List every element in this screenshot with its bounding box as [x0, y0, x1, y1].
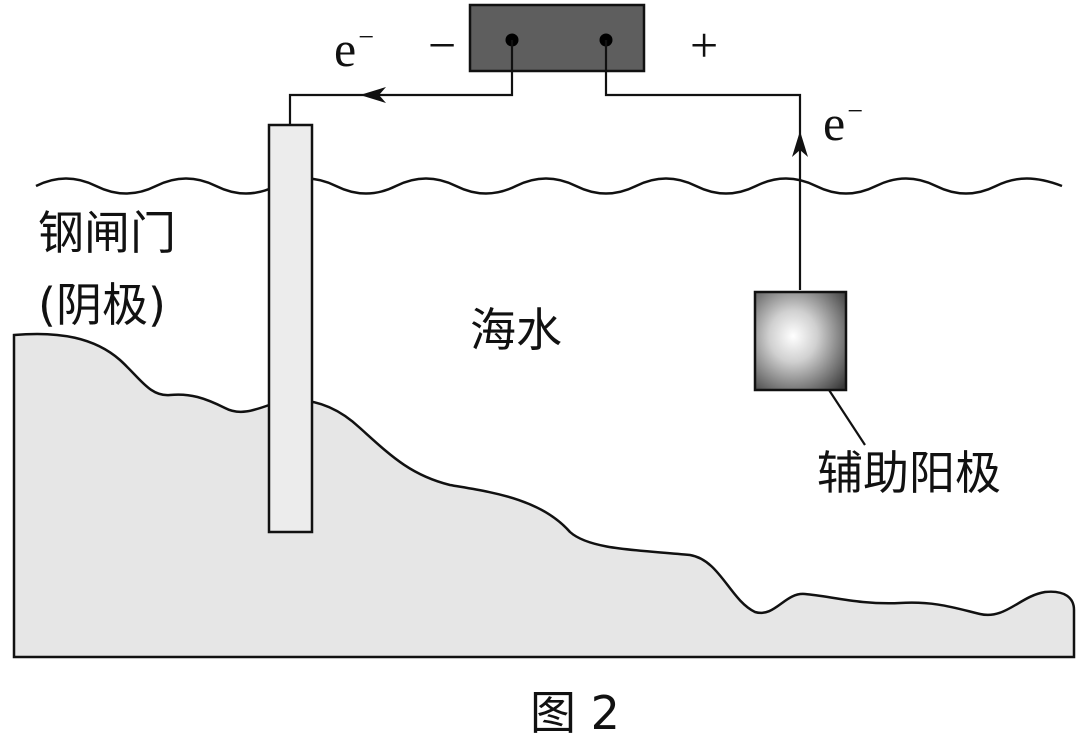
- steel-gate: [267, 123, 314, 534]
- electron-arrow-left: [360, 87, 386, 103]
- anode-leader-line: [828, 389, 866, 446]
- power-source: [468, 3, 646, 73]
- wire-to-anode: [604, 40, 802, 290]
- cathode-label: (阴极): [38, 278, 166, 332]
- figure-caption: 图 2: [530, 686, 620, 740]
- electron-label-right: e−: [823, 95, 863, 151]
- auxiliary-anode-label: 辅助阳极: [817, 446, 1001, 500]
- electron-charge: −: [358, 22, 374, 53]
- steel-gate-label: 钢闸门: [38, 206, 176, 260]
- auxiliary-anode: [753, 290, 848, 392]
- electron-charge: −: [847, 96, 863, 127]
- electron-symbol: e: [334, 21, 357, 77]
- wire-to-gate: [288, 40, 514, 125]
- negative-sign: −: [428, 17, 457, 73]
- electron-arrow-up: [792, 131, 808, 157]
- electron-symbol: e: [823, 95, 846, 151]
- electron-label-left: e−: [334, 21, 374, 77]
- seawater-label: 海水: [470, 303, 562, 357]
- water-surface: [35, 177, 1063, 195]
- positive-sign: +: [690, 17, 719, 73]
